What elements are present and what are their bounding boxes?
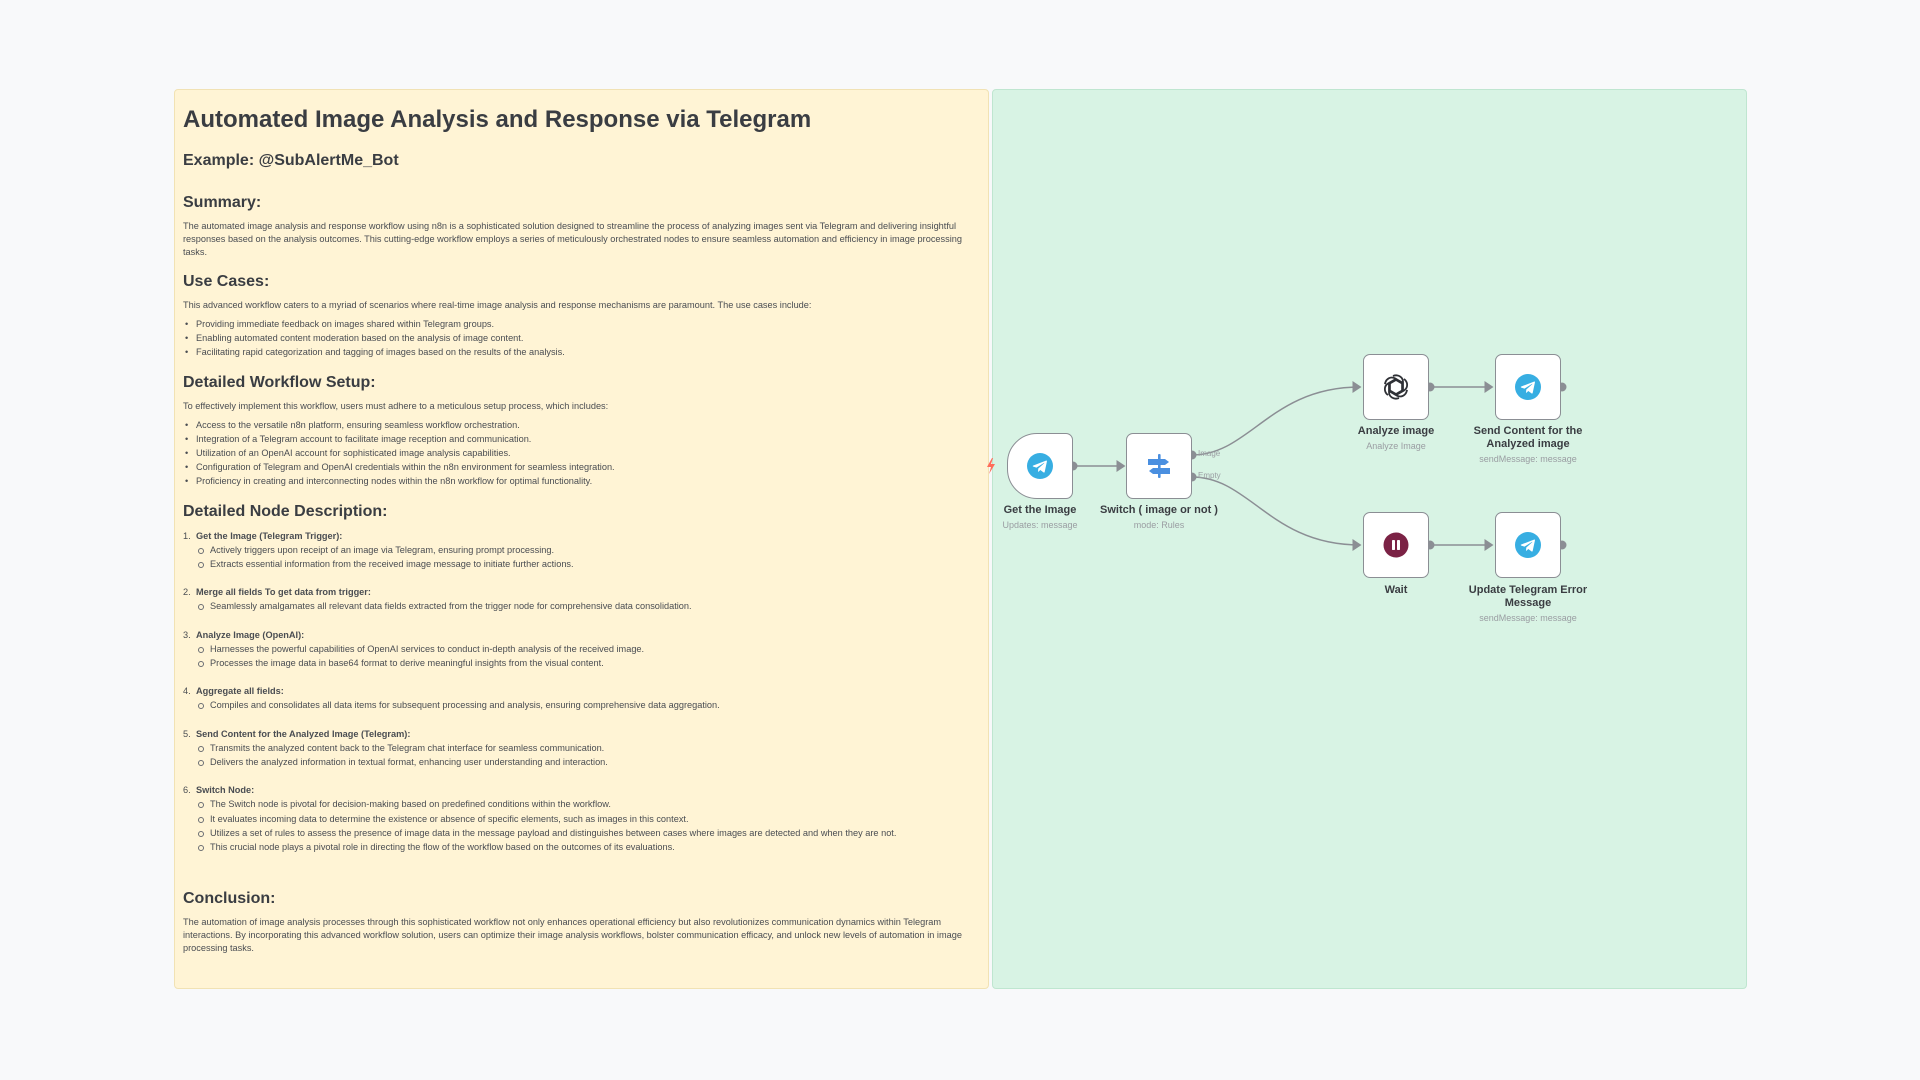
node-subtitle: mode: Rules	[1133, 520, 1185, 530]
list-item: 6. Switch Node: The Switch node is pivota…	[183, 783, 979, 854]
conclusion-heading: Conclusion:	[183, 890, 276, 908]
sub-item: Processes the image data in base64 forma…	[183, 656, 979, 670]
item-title: Analyze Image (OpenAI):	[196, 629, 305, 640]
use-cases-heading: Use Cases:	[183, 273, 270, 290]
conclusion-text: The automation of image analysis process…	[183, 917, 962, 954]
node-wait[interactable]	[1363, 512, 1429, 578]
sub-item: Compiles and consolidates all data items…	[183, 698, 979, 712]
node-label: Get the Image	[1003, 504, 1077, 516]
sub-item: Transmits the analyzed content back to t…	[183, 741, 979, 755]
node-get-the-image[interactable]	[1007, 433, 1073, 499]
node-desc-heading: Detailed Node Description:	[183, 502, 388, 520]
node-label: Analyze image	[1357, 425, 1435, 437]
node-label: Switch ( image or not )	[1100, 504, 1218, 516]
sub-item: Extracts essential information from the …	[183, 557, 979, 571]
sub-item: It evaluates incoming data to determine …	[183, 812, 979, 826]
item-title: Aggregate all fields:	[196, 686, 284, 697]
item-title: Send Content for the Analyzed Image (Tel…	[196, 728, 411, 739]
node-desc-list: 1. Get the Image (Telegram Trigger): Acti…	[183, 529, 979, 855]
sub-item: This crucial node plays a pivotal role i…	[183, 840, 979, 854]
telegram-icon	[1515, 532, 1541, 558]
note-example: Example: @SubAlertMe_Bot	[183, 152, 399, 169]
item-number: 6.	[183, 785, 191, 796]
list-item: Providing immediate feedback on images s…	[183, 317, 979, 331]
list-item: 4. Aggregate all fields: Compiles and con…	[183, 684, 979, 712]
sub-item: Seamlessly amalgamates all relevant data…	[183, 599, 979, 613]
node-send-content[interactable]	[1495, 354, 1561, 420]
pause-icon	[1383, 532, 1409, 558]
list-item: Configuration of Telegram and OpenAI cre…	[183, 460, 979, 474]
list-item: 5. Send Content for the Analyzed Image (T…	[183, 727, 979, 770]
sub-item: Utilizes a set of rules to assess the pr…	[183, 826, 979, 840]
switch-icon	[1148, 454, 1170, 478]
trigger-bolt-icon	[987, 458, 995, 474]
item-number: 2.	[183, 587, 191, 598]
node-subtitle: Analyze Image	[1366, 441, 1426, 451]
sub-item: The Switch node is pivotal for decision-…	[183, 797, 979, 811]
node-subtitle: sendMessage: message	[1479, 454, 1577, 464]
list-item: 3. Analyze Image (OpenAI): Harnesses the …	[183, 628, 979, 671]
item-title: Get the Image (Telegram Trigger):	[196, 530, 343, 541]
port-label-empty: Empty	[1198, 471, 1221, 480]
node-subtitle: sendMessage: message	[1479, 613, 1577, 623]
node-label: Update Telegram Error Message	[1468, 584, 1588, 609]
node-analyze-image[interactable]	[1363, 354, 1429, 420]
list-item: Integration of a Telegram account to fac…	[183, 432, 979, 446]
setup-list: Access to the versatile n8n platform, en…	[183, 418, 979, 489]
list-item: Access to the versatile n8n platform, en…	[183, 418, 979, 432]
use-cases-lead: This advanced workflow caters to a myria…	[183, 300, 812, 310]
telegram-icon	[1027, 453, 1053, 479]
sub-item: Actively triggers upon receipt of an ima…	[183, 543, 979, 557]
item-number: 5.	[183, 728, 191, 739]
node-update-error-message[interactable]	[1495, 512, 1561, 578]
list-item: Utilization of an OpenAI account for sop…	[183, 446, 979, 460]
list-item: 2. Merge all fields To get data from trig…	[183, 585, 979, 613]
summary-heading: Summary:	[183, 194, 262, 211]
node-label: Wait	[1384, 584, 1408, 596]
openai-icon	[1383, 374, 1409, 400]
note-title: Automated Image Analysis and Response vi…	[183, 106, 812, 133]
item-title: Merge all fields To get data from trigge…	[196, 587, 371, 598]
setup-lead: To effectively implement this workflow, …	[183, 400, 609, 411]
node-subtitle: Updates: message	[1002, 520, 1078, 530]
item-number: 1.	[183, 530, 191, 541]
telegram-icon	[1515, 374, 1541, 400]
list-item: 1. Get the Image (Telegram Trigger): Acti…	[183, 529, 979, 572]
use-cases-list: Providing immediate feedback on images s…	[183, 317, 979, 360]
list-item: Facilitating rapid categorization and ta…	[183, 345, 979, 359]
summary-text: The automated image analysis and respons…	[183, 221, 962, 257]
port-label-image: Image	[1198, 449, 1221, 458]
sub-item: Harnesses the powerful capabilities of O…	[183, 642, 979, 656]
item-title: Switch Node:	[196, 785, 255, 796]
item-number: 3.	[183, 629, 191, 640]
sub-item: Delivers the analyzed information in tex…	[183, 755, 979, 769]
node-switch[interactable]	[1126, 433, 1192, 499]
list-item: Proficiency in creating and interconnect…	[183, 474, 979, 488]
list-item: Enabling automated content moderation ba…	[183, 331, 979, 345]
sticky-note-documentation[interactable]: Automated Image Analysis and Response vi…	[174, 89, 989, 989]
node-label: Send Content for the Analyzed image	[1473, 425, 1583, 450]
item-number: 4.	[183, 686, 191, 697]
setup-heading: Detailed Workflow Setup:	[183, 373, 376, 391]
